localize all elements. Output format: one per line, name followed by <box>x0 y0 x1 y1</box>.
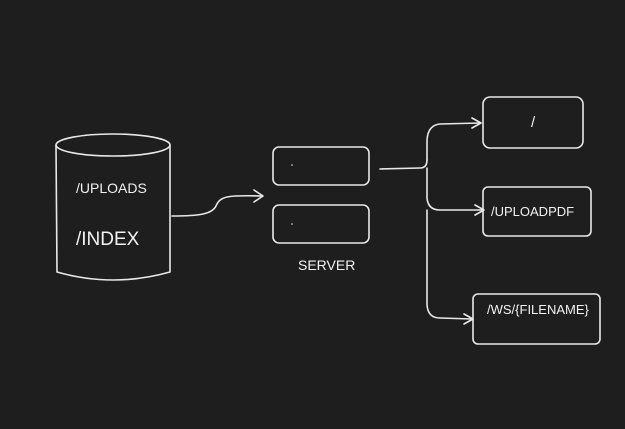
route-label-root: / <box>531 114 536 131</box>
route-label-uploadpdf: /UPLOADPDF <box>491 204 575 219</box>
server-label: SERVER <box>298 257 356 273</box>
database-label-index: /INDEX <box>76 229 140 250</box>
database-cylinder <box>55 133 171 281</box>
server-box-top-dot <box>291 164 293 166</box>
route-box-root <box>482 96 584 149</box>
server-box-bottom-dot <box>291 223 293 225</box>
database-label-uploads: /UPLOADS <box>76 180 147 196</box>
route-label-ws: /WS/{FILENAME} <box>487 302 589 317</box>
server-box-top <box>272 146 370 186</box>
server-box-bottom <box>272 204 370 244</box>
arrow-server-to-routes <box>379 117 485 325</box>
arrow-database-to-server <box>171 189 264 217</box>
route-box-uploadpdf <box>482 186 592 237</box>
